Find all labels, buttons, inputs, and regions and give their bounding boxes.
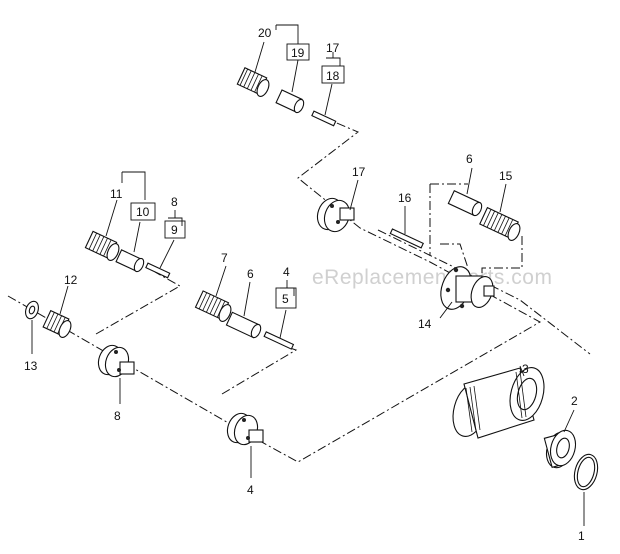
part-4-gear-flange	[226, 412, 264, 446]
part-10-sleeve	[115, 249, 145, 273]
callout-4-lower: 4	[247, 483, 254, 497]
callout-9: 9	[171, 223, 178, 237]
part-9-pin	[145, 262, 171, 279]
part-15-needle-bearing	[479, 206, 521, 241]
part-6-sleeve-upper	[447, 190, 483, 217]
callout-16: 16	[398, 191, 412, 205]
callout-13: 13	[24, 359, 38, 373]
part-12-needle-bearing	[42, 309, 72, 338]
part-6-sleeve-lower	[225, 311, 262, 339]
callout-7: 7	[221, 251, 228, 265]
callout-6-lower: 6	[247, 267, 254, 281]
callout-20: 20	[258, 26, 272, 40]
part-20-needle-bearing	[236, 67, 270, 97]
callout-17-lower: 17	[352, 165, 366, 179]
callout-labels: 1 2 3 4 4 5 6 6 7 8 8 9 10 11 12 13 14 1…	[24, 26, 585, 543]
part-11-needle-bearing	[84, 230, 120, 261]
part-13-thrust-washer	[25, 300, 39, 320]
callout-10: 10	[136, 205, 150, 219]
callout-2: 2	[571, 394, 578, 408]
part-2-bearing-ring	[543, 429, 577, 469]
callout-6-upper: 6	[466, 152, 473, 166]
leader-lines	[31, 24, 585, 526]
part-8-gear-flange	[97, 344, 135, 378]
part-5-pin	[263, 331, 295, 350]
callout-15: 15	[499, 169, 513, 183]
part-17-carrier-flange	[316, 197, 355, 233]
callout-8-lower: 8	[114, 409, 121, 423]
part-1-retaining-ring	[573, 453, 599, 491]
callout-14: 14	[418, 317, 432, 331]
callout-11: 11	[110, 187, 123, 201]
callout-4-upper: 4	[283, 265, 290, 279]
part-7-needle-bearing	[194, 290, 232, 322]
callout-18: 18	[326, 69, 340, 83]
callout-boxes	[130, 43, 345, 309]
callout-12: 12	[64, 273, 78, 287]
part-14-planet-carrier	[440, 266, 495, 310]
part-16-pin	[389, 228, 424, 249]
callout-19: 19	[291, 46, 305, 60]
callout-1: 1	[578, 529, 585, 543]
part-18-pin	[311, 110, 337, 127]
callout-8-upper: 8	[171, 195, 178, 209]
watermark-text: eReplacementParts.com	[312, 266, 552, 289]
part-19-sleeve	[275, 89, 305, 114]
callout-5: 5	[282, 292, 289, 306]
callout-3: 3	[522, 362, 529, 376]
part-3-ring-gear-housing	[452, 367, 545, 439]
callout-17-upper: 17	[326, 41, 340, 55]
